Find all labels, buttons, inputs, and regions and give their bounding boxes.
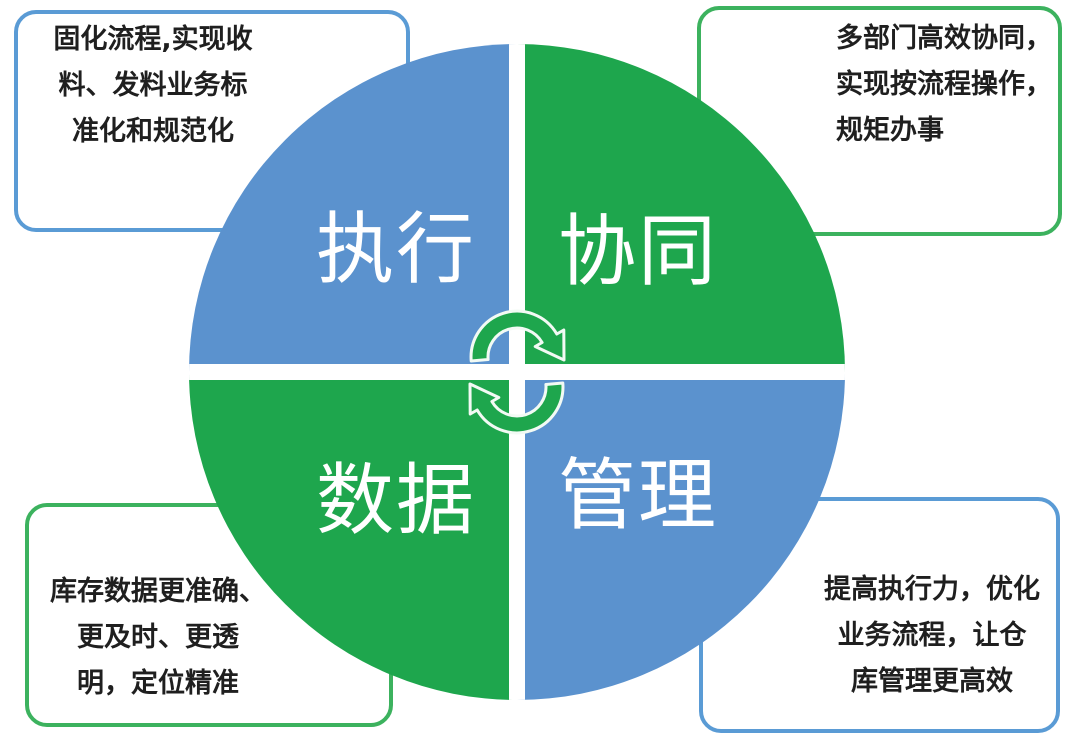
callout-line: 提高执行力，优化 — [824, 574, 1040, 605]
callout-line: 业务流程，让仓 — [837, 620, 1027, 651]
callout-line: 更及时、更透 — [77, 622, 239, 653]
cycle-arrows-icon — [468, 309, 566, 435]
callout-bottom-right-text: 提高执行力，优化 业务流程，让仓 库管理更高效 — [813, 567, 1051, 705]
callout-line: 明，定位精准 — [77, 668, 239, 699]
quadrant-label-management: 管理 — [557, 451, 719, 541]
callout-line: 准化和规范化 — [72, 116, 234, 147]
quadrant-label-execution: 执行 — [315, 205, 477, 295]
quadrant-label-data: 数据 — [315, 456, 477, 546]
divider-horizontal — [189, 364, 845, 380]
callout-line: 多部门高效协同， — [836, 23, 1052, 54]
callout-line: 规矩办事 — [836, 115, 944, 146]
callout-top-left-text: 固化流程,实现收 料、发料业务标 准化和规范化 — [22, 17, 284, 155]
callout-line: 实现按流程操作， — [836, 69, 1052, 100]
callout-top-right-text: 多部门高效协同， 实现按流程操作， 规矩办事 — [836, 16, 1054, 154]
quadrant-label-collaboration: 协同 — [557, 207, 719, 297]
callout-line: 库管理更高效 — [851, 666, 1013, 697]
callout-line: 库存数据更准确、 — [50, 576, 266, 607]
callout-line: 料、发料业务标 — [58, 70, 248, 101]
callout-line: 固化流程,实现收 — [53, 24, 253, 55]
cycle-arrow-top — [469, 309, 566, 363]
callout-bottom-left-text: 库存数据更准确、 更及时、更透 明，定位精准 — [37, 569, 279, 707]
